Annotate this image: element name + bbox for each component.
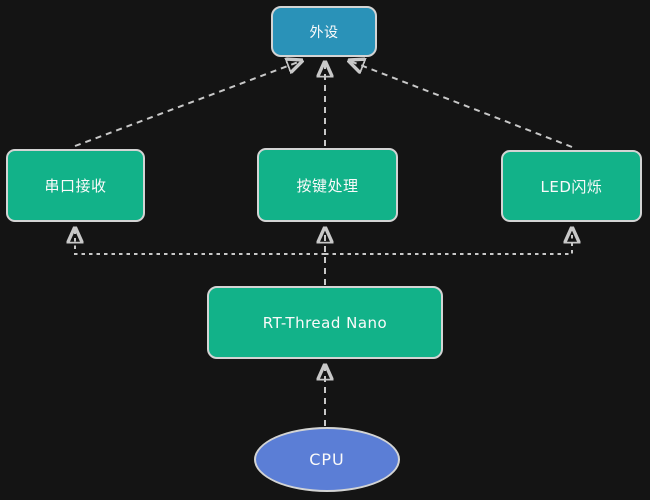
node-key: 按键处理 — [257, 148, 398, 222]
node-key-label: 按键处理 — [296, 176, 359, 195]
node-cpu-label: CPU — [309, 450, 345, 469]
node-rtthread-label: RT-Thread Nano — [262, 313, 388, 332]
edge-rtthread-to-led — [325, 229, 572, 255]
node-rtthread: RT-Thread Nano — [207, 286, 443, 359]
node-peripheral: 外设 — [271, 6, 377, 57]
node-serial-label: 串口接收 — [44, 177, 107, 195]
edge-led-to-peripheral — [350, 61, 573, 148]
node-serial: 串口接收 — [6, 149, 145, 222]
edge-serial-to-peripheral — [74, 61, 301, 147]
edge-rtthread-to-serial — [75, 229, 325, 255]
node-led: LED闪烁 — [501, 150, 642, 222]
node-cpu: CPU — [254, 427, 400, 492]
node-peripheral-label: 外设 — [309, 24, 339, 41]
node-led-label: LED闪烁 — [540, 177, 603, 196]
